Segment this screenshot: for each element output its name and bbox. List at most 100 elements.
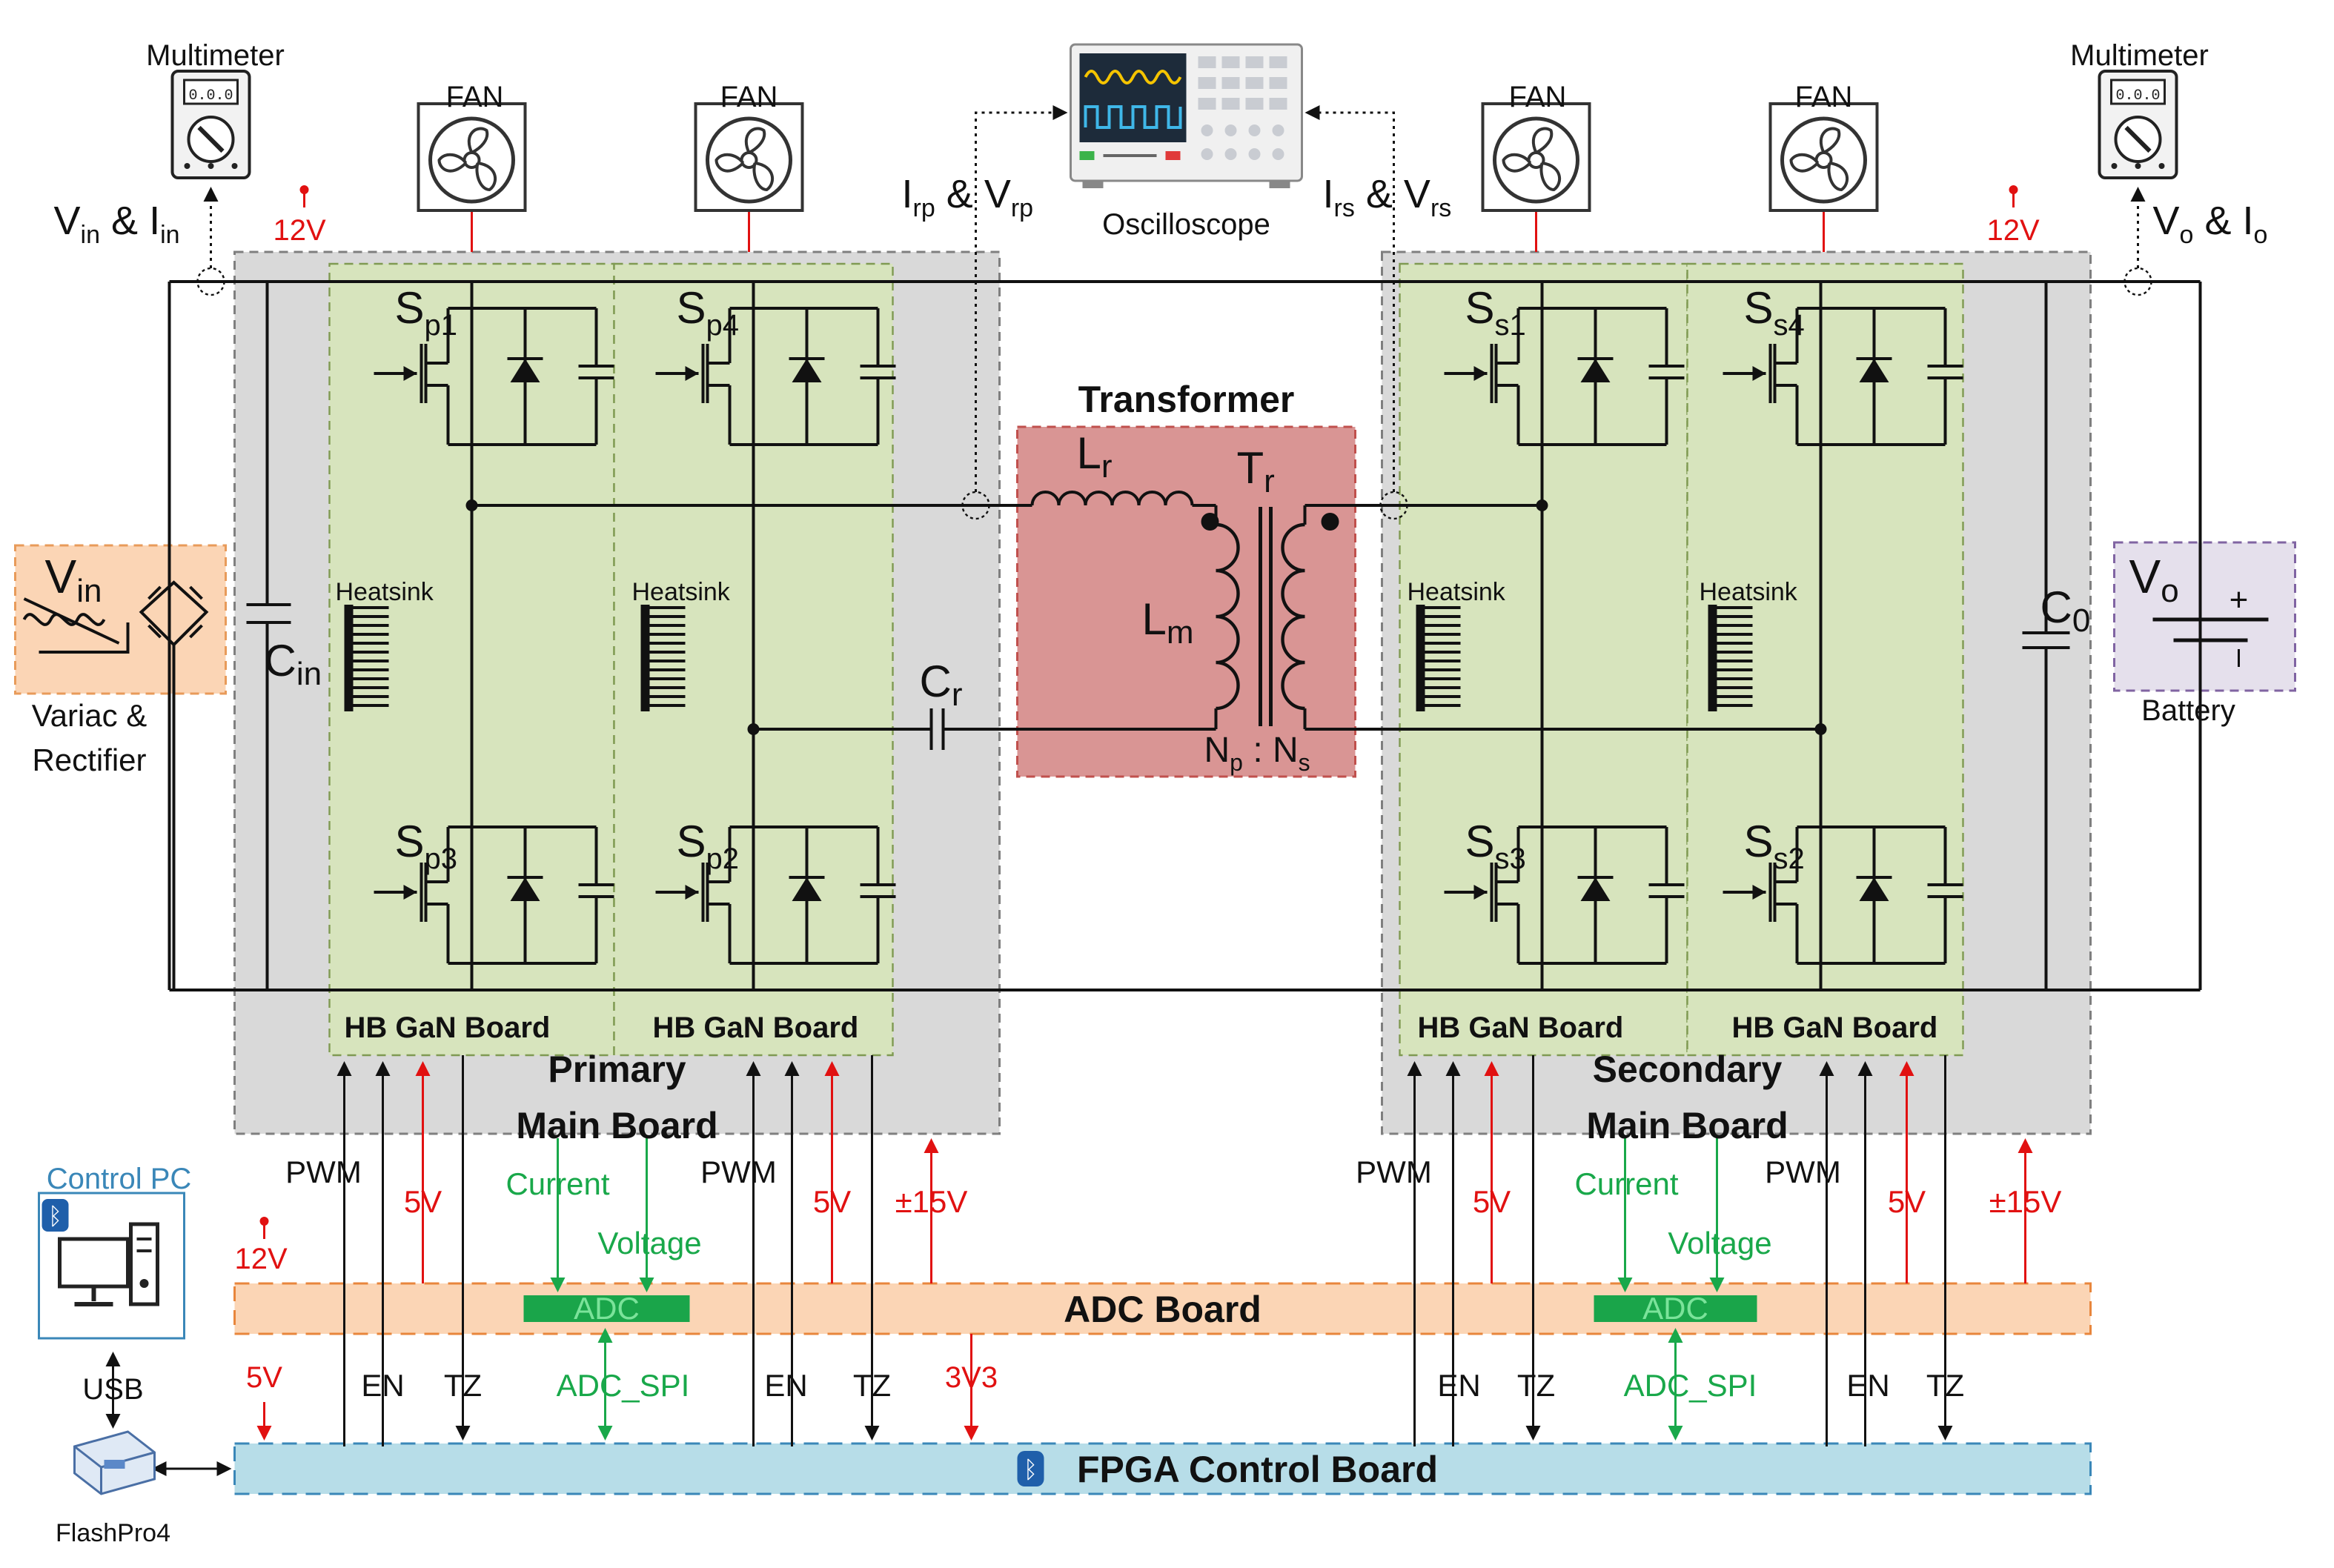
pwm-label: PWM (285, 1155, 362, 1189)
switch-sp4-label: Sp4 (677, 283, 740, 342)
adc-spi-label: ADC_SPI (1624, 1368, 1757, 1403)
voltage-15v-label: ±15V (1989, 1184, 2062, 1219)
en-label: EN (361, 1368, 404, 1403)
battery-label: Battery (2141, 694, 2235, 727)
hb-gan-board-label: HB GaN Board (345, 1011, 551, 1044)
hb-gan-board-label: HB GaN Board (1732, 1011, 1938, 1044)
variac-label: Variac & (32, 698, 147, 733)
secondary-board-title: Secondary (1593, 1049, 1783, 1090)
control-pc-icon[interactable]: ᛒ (38, 1192, 185, 1340)
probe-points (196, 267, 2152, 520)
fan-label: FAN (1509, 81, 1567, 113)
battery-plus-label: + (2229, 582, 2249, 618)
switch-sp3-label: Sp3 (395, 817, 458, 875)
cin-label: Cin (265, 636, 322, 692)
primary-board-subtitle: Main Board (516, 1105, 717, 1146)
en-label: EN (1846, 1368, 1889, 1403)
fan-label: FAN (1795, 81, 1853, 113)
text-layer: Multimeter Multimeter FAN FAN FAN FAN Os… (32, 39, 2268, 1547)
variac-rectifier-symbol (22, 282, 209, 990)
cr-capacitor (929, 708, 945, 750)
transformer-title: Transformer (1078, 379, 1295, 420)
pwm-label: PWM (1765, 1155, 1841, 1189)
adc-chip-label: ADC (1642, 1291, 1708, 1326)
transformer-box (1016, 425, 1356, 778)
hb-gan-board-label: HB GaN Board (1418, 1011, 1624, 1044)
switch-sp1-label: Sp1 (395, 283, 458, 342)
bluetooth-icon: ᛒ (1017, 1451, 1044, 1486)
en-label: EN (764, 1368, 807, 1403)
battery-vo-label: Vo (2129, 550, 2179, 609)
adc-signal-lines (550, 1138, 1725, 1441)
current-label: Current (1574, 1166, 1678, 1201)
switch-ss1-label: Ss1 (1465, 283, 1526, 342)
supply-pins (259, 185, 2018, 1239)
voltage-5v-label: 5V (246, 1361, 282, 1394)
switch-ss3-label: Ss3 (1465, 817, 1526, 875)
svg-text:ᛒ: ᛒ (1024, 1455, 1038, 1484)
flashpro-label: FlashPro4 (56, 1519, 170, 1547)
multimeter-icon (2100, 71, 2177, 178)
pwm-label: PWM (700, 1155, 777, 1189)
irp-vrp-label: Irp & Vrp (902, 172, 1034, 222)
oscilloscope-label: Oscilloscope (1102, 208, 1270, 241)
ns-winding (1281, 522, 1305, 711)
switch-ss2-label: Ss2 (1744, 817, 1805, 875)
voltage-5v-label: 5V (1888, 1184, 1926, 1219)
fan-icon (419, 104, 526, 210)
voltage-label: Voltage (1668, 1226, 1771, 1260)
battery-box (2113, 541, 2296, 692)
cin-capacitor (246, 603, 291, 624)
tz-label: TZ (1926, 1368, 1964, 1403)
power-supply-lines (256, 1061, 2033, 1441)
multimeter-label-left: Multimeter (146, 39, 285, 72)
irs-vrs-label: Irs & Vrs (1323, 172, 1452, 222)
voltage-12v-label: 12V (1987, 214, 2040, 247)
voltage-3v3-label: 3V3 (945, 1361, 998, 1394)
secondary-board-subtitle: Main Board (1586, 1105, 1788, 1146)
voltage-12v-label: 12V (235, 1243, 288, 1275)
lr-label: Lr (1077, 428, 1113, 485)
fpga-control-board (233, 1442, 2092, 1495)
adc-chip-2 (1594, 1295, 1757, 1322)
fan-icon (696, 104, 803, 210)
voltage-label: Voltage (597, 1226, 701, 1260)
lr-inductor (1030, 491, 1194, 506)
probe-leads (203, 105, 2146, 492)
junction-nodes (465, 499, 1827, 735)
fan-label: FAN (720, 81, 778, 113)
control-pc-label: Control PC (47, 1163, 192, 1195)
heatsink-label: Heatsink (336, 578, 434, 606)
lm-winding (1216, 522, 1240, 711)
voltage-12v-label: 12V (273, 214, 326, 247)
co-label: C0 (2040, 582, 2091, 639)
heatsink-label: Heatsink (1700, 578, 1798, 606)
voltage-5v-label: 5V (813, 1184, 851, 1219)
hb-gan-board-label: HB GaN Board (653, 1011, 859, 1044)
battery-symbol (2152, 617, 2269, 667)
adc-board-title: ADC Board (1064, 1289, 1262, 1330)
vo-io-label: Vo & Io (2153, 199, 2268, 249)
cr-label: Cr (920, 657, 963, 713)
co-capacitor (2022, 631, 2070, 649)
voltage-5v-label: 5V (1473, 1184, 1511, 1219)
multimeter-icon (173, 71, 250, 178)
tr-label: Tr (1237, 443, 1275, 499)
tz-label: TZ (853, 1368, 891, 1403)
heatsink-label: Heatsink (632, 578, 731, 606)
svg-text:ᛒ: ᛒ (48, 1202, 62, 1230)
rectifier-label: Rectifier (32, 743, 146, 777)
tz-label: TZ (444, 1368, 482, 1403)
voltage-15v-label: ±15V (895, 1184, 968, 1219)
adc-spi-label: ADC_SPI (557, 1368, 690, 1403)
variac-vin-label: Vin (45, 550, 102, 609)
vin-iin-label: Vin & Iin (54, 199, 180, 249)
switch-sp2-label: Sp2 (677, 817, 740, 875)
flashpro-icon[interactable] (73, 1430, 156, 1495)
switch-ss4-label: Ss4 (1744, 283, 1805, 342)
adc-chip-label: ADC (574, 1291, 640, 1326)
transformer-core (1259, 507, 1273, 726)
fan-label: FAN (446, 81, 504, 113)
en-label: EN (1437, 1368, 1480, 1403)
